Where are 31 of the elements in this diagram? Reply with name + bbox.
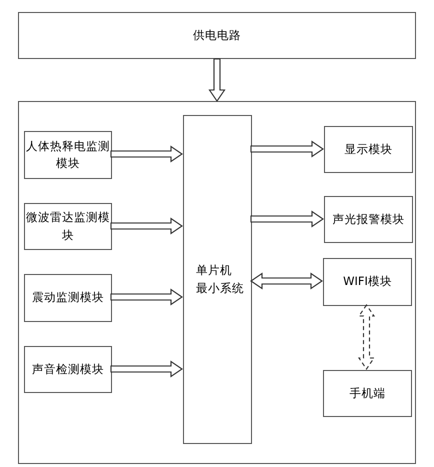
module-label: 最小系统	[196, 280, 244, 296]
module-label: WIFI模块	[343, 273, 392, 290]
module-box	[24, 346, 112, 393]
module-label: 人体热释电监测模块	[25, 138, 111, 172]
module-box	[323, 370, 412, 417]
arrow	[110, 217, 183, 235]
module-box	[183, 115, 252, 444]
arrow	[208, 58, 226, 102]
arrow	[110, 145, 183, 163]
arrow	[250, 272, 323, 290]
module-label: 手机端	[350, 384, 386, 402]
module-label: 微波雷达监测模块	[25, 209, 111, 244]
module-box	[24, 203, 112, 250]
module-box	[324, 196, 413, 243]
module-box	[324, 126, 413, 173]
container-box	[18, 101, 416, 464]
module-box	[24, 131, 112, 179]
arrow	[110, 360, 183, 378]
module-label: 震动监测模块	[32, 289, 104, 306]
module-box	[24, 274, 112, 322]
module-label: 声光报警模块	[332, 210, 404, 228]
module-label: 单片机	[196, 262, 232, 280]
arrow	[250, 210, 324, 228]
arrow	[250, 140, 324, 158]
arrow	[358, 304, 376, 370]
module-label: 声音检测模块	[32, 360, 104, 378]
module-box	[323, 258, 412, 306]
module-label: 显示模块	[344, 140, 392, 158]
module-label: 供电电路	[193, 26, 241, 44]
arrow	[110, 288, 183, 306]
module-box	[18, 12, 416, 59]
